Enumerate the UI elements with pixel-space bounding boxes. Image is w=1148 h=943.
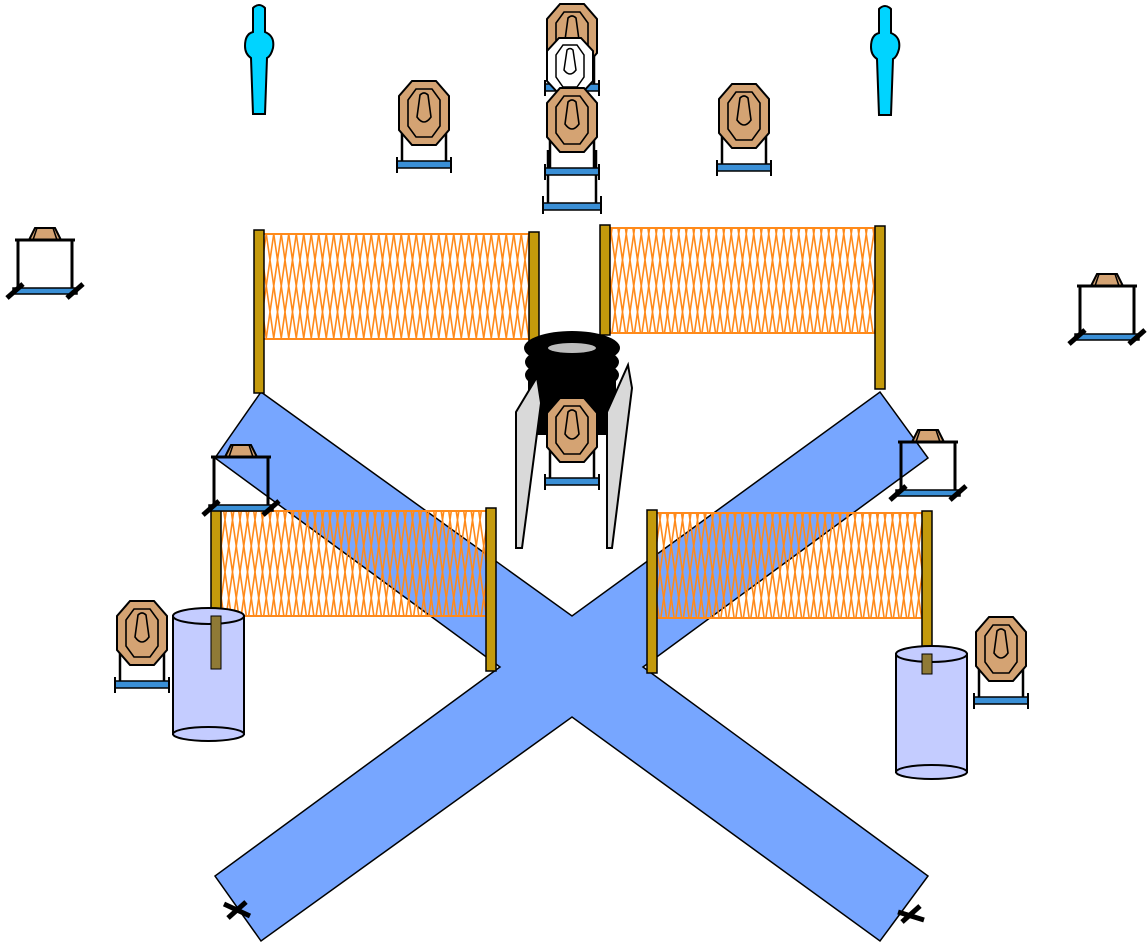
barrel-right [895, 645, 968, 780]
steel-target-mid-left [203, 445, 279, 515]
wall-panel-left [515, 374, 543, 549]
barrel-left [172, 607, 245, 742]
fence-bottom-right [646, 509, 933, 675]
paper-target-right [972, 615, 1030, 711]
steel-target-far-right [1069, 274, 1145, 344]
paper-target-top-left [395, 79, 453, 175]
tire-stack [524, 331, 620, 435]
fence-top-left [253, 229, 540, 394]
paper-target-center [543, 396, 601, 492]
wall-panel-right [606, 361, 634, 549]
no-shoot-target-left [244, 4, 275, 115]
start-position-mark-left [222, 900, 252, 920]
paper-target-top-center-white [546, 37, 594, 95]
start-position-mark-right [897, 904, 925, 924]
shooting-area [213, 390, 930, 943]
fence-bottom-left [210, 507, 497, 672]
paper-target-top-center-front [542, 86, 602, 214]
no-shoot-target-right [870, 5, 901, 116]
steel-target-far-left [7, 228, 83, 298]
paper-target-left [113, 599, 171, 695]
fence-top-right [599, 224, 886, 390]
paper-target-top-right [715, 82, 773, 178]
steel-target-mid-right [890, 430, 966, 500]
